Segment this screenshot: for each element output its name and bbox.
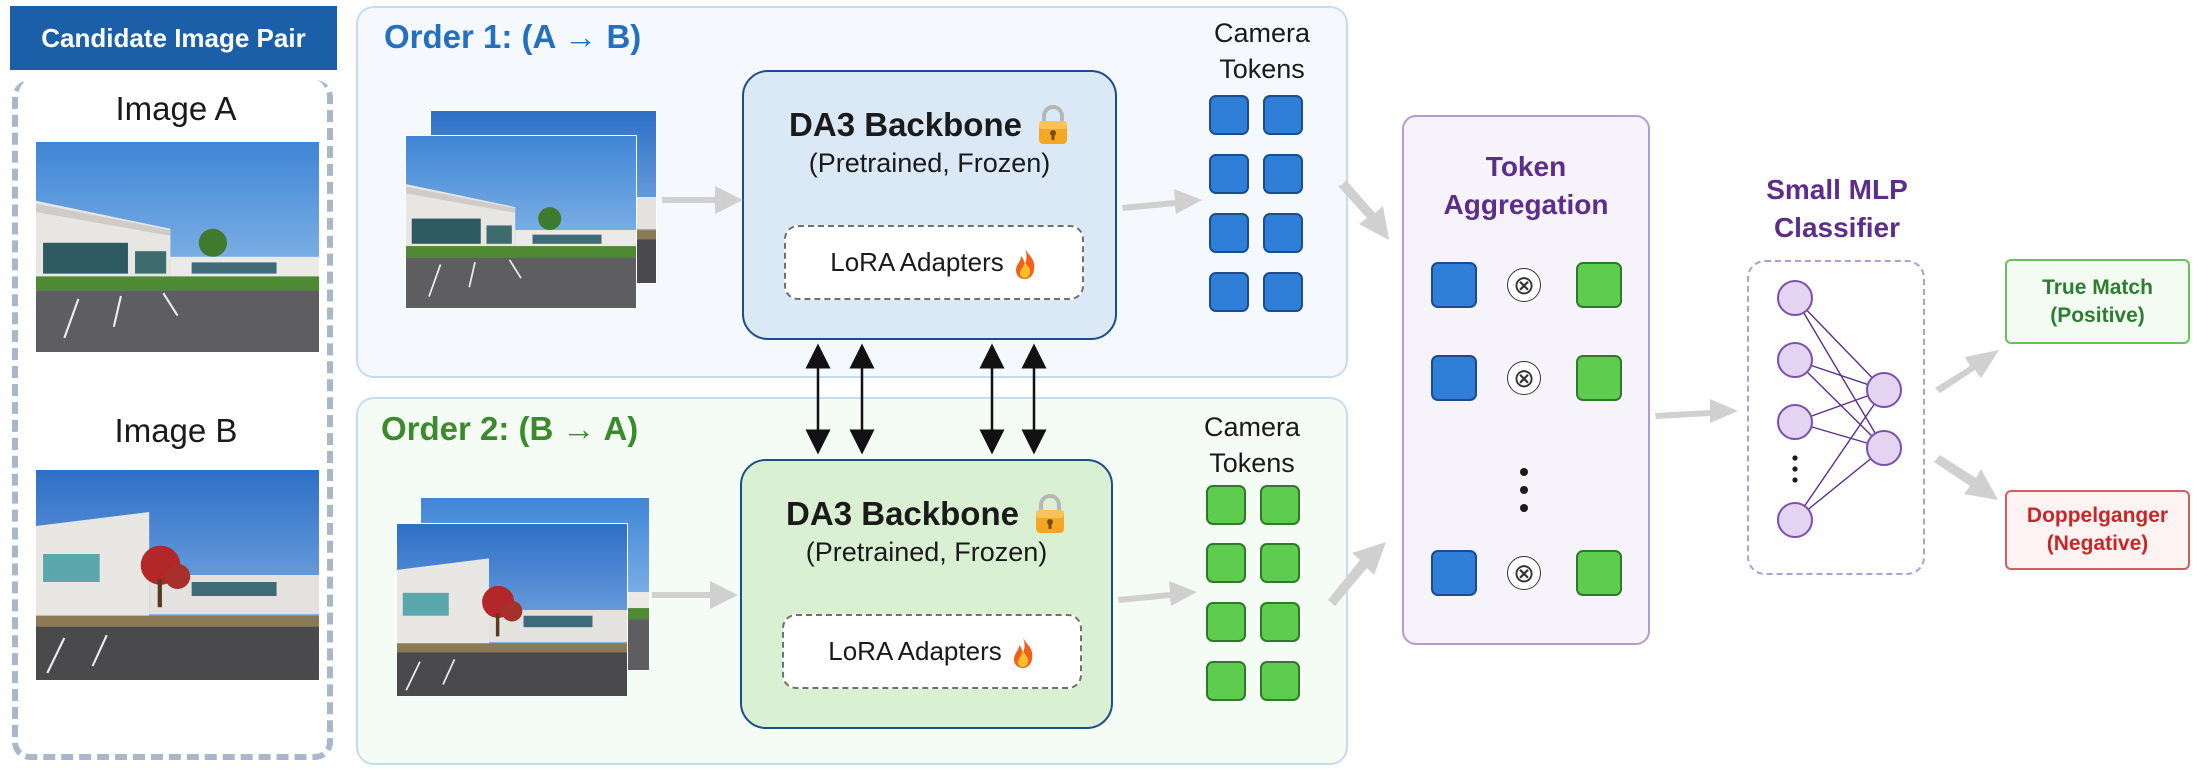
mlp-classifier-title: Small MLP Classifier — [1717, 171, 1957, 247]
order1-backbone-sub: (Pretrained, Frozen) — [808, 148, 1051, 178]
mlp-input-node — [1777, 280, 1813, 316]
multiply-operator: ⊗ — [1507, 361, 1541, 395]
positive-output: True Match (Positive) — [2005, 259, 2190, 344]
aggregation-green-token — [1576, 355, 1622, 401]
negative-output-line1: Doppelganger — [2026, 504, 2169, 527]
mlp-input-node — [1777, 502, 1813, 538]
order2-camera-token — [1206, 485, 1246, 525]
order2-camera-token — [1260, 485, 1300, 525]
order2-camera-tokens-label: Camera Tokens — [1182, 409, 1322, 481]
order1-camera-token — [1209, 95, 1249, 135]
order2-backbone-title-text: DA3 Backbone — [786, 495, 1019, 532]
order2-camera-token — [1260, 543, 1300, 583]
aggregation-title-line1: Token — [1485, 151, 1567, 182]
order1-camera-token — [1263, 95, 1303, 135]
order1-camera-token — [1263, 272, 1303, 312]
fire-icon — [1013, 636, 1033, 668]
order1-title: Order 1: (A → B) — [384, 18, 642, 55]
order1-camera-label-line1: Camera — [1213, 18, 1311, 48]
lock-icon — [1035, 494, 1064, 533]
order2-title: Order 2: (B → A) — [381, 410, 639, 447]
fire-icon — [1015, 247, 1035, 279]
aggregation-blue-token — [1431, 262, 1477, 308]
lock-icon — [1038, 105, 1067, 144]
order2-camera-token — [1206, 543, 1246, 583]
positive-output-line1: True Match — [2042, 275, 2153, 299]
vertical-ellipsis-icon — [1520, 468, 1528, 512]
multiply-operator: ⊗ — [1507, 268, 1541, 302]
arrow-mlp-to-negative — [1934, 455, 1998, 500]
mlp-classifier-box — [1747, 260, 1925, 575]
order1-lora-label: LoRA Adapters — [830, 247, 1004, 277]
order1-lora-adapters: LoRA Adapters — [784, 225, 1084, 300]
arrow-aggregation-to-mlp — [1655, 399, 1738, 423]
mlp-network-diagram — [1777, 280, 1902, 538]
image-a — [36, 142, 319, 352]
negative-output: Doppelganger (Negative) — [2005, 490, 2190, 570]
aggregation-title-line2: Aggregation — [1443, 189, 1609, 220]
order2-lora-adapters: LoRA Adapters — [782, 614, 1082, 689]
positive-output-line2: (Positive) — [2050, 303, 2145, 327]
order1-camera-token — [1263, 213, 1303, 253]
token-aggregation-title: Token Aggregation — [1402, 148, 1650, 224]
negative-output-line2: (Negative) — [2046, 532, 2149, 555]
mlp-output-node — [1866, 372, 1902, 408]
order1-camera-token — [1263, 154, 1303, 194]
image-a-label: Image A — [115, 90, 237, 127]
order1-camera-tokens-label: Camera Tokens — [1192, 15, 1332, 87]
order2-backbone-title: DA3 Backbone — [740, 493, 1113, 535]
mlp-title-line2: Classifier — [1773, 212, 1901, 243]
candidate-pair-header: Candidate Image Pair — [10, 6, 337, 70]
order2-camera-label-line1: Camera — [1203, 412, 1301, 442]
order2-camera-token — [1260, 661, 1300, 701]
aggregation-blue-token — [1431, 550, 1477, 596]
order2-lora-label: LoRA Adapters — [828, 636, 1002, 666]
mlp-output-node — [1866, 430, 1902, 466]
order2-backbone-sub: (Pretrained, Frozen) — [805, 537, 1048, 567]
order1-backbone-title: DA3 Backbone — [742, 104, 1117, 146]
mlp-input-node — [1777, 404, 1813, 440]
multiply-operator: ⊗ — [1507, 556, 1541, 590]
mlp-input-node — [1777, 342, 1813, 378]
order1-camera-token — [1209, 154, 1249, 194]
arrow-mlp-to-positive — [1935, 350, 1999, 393]
candidate-pair-box — [12, 80, 333, 760]
order2-camera-token — [1260, 602, 1300, 642]
image-b — [36, 470, 319, 680]
order2-front-image — [396, 523, 628, 697]
image-b-label: Image B — [114, 412, 238, 449]
mlp-title-line1: Small MLP — [1766, 174, 1908, 205]
aggregation-green-token — [1576, 550, 1622, 596]
aggregation-green-token — [1576, 262, 1622, 308]
aggregation-blue-token — [1431, 355, 1477, 401]
order2-camera-token — [1206, 602, 1246, 642]
order2-camera-token — [1206, 661, 1246, 701]
order2-camera-label-line2: Tokens — [1209, 448, 1295, 478]
order1-camera-label-line2: Tokens — [1219, 54, 1305, 84]
order1-front-image — [405, 135, 637, 309]
order1-camera-token — [1209, 272, 1249, 312]
order1-backbone-title-text: DA3 Backbone — [789, 106, 1022, 143]
order1-camera-token — [1209, 213, 1249, 253]
